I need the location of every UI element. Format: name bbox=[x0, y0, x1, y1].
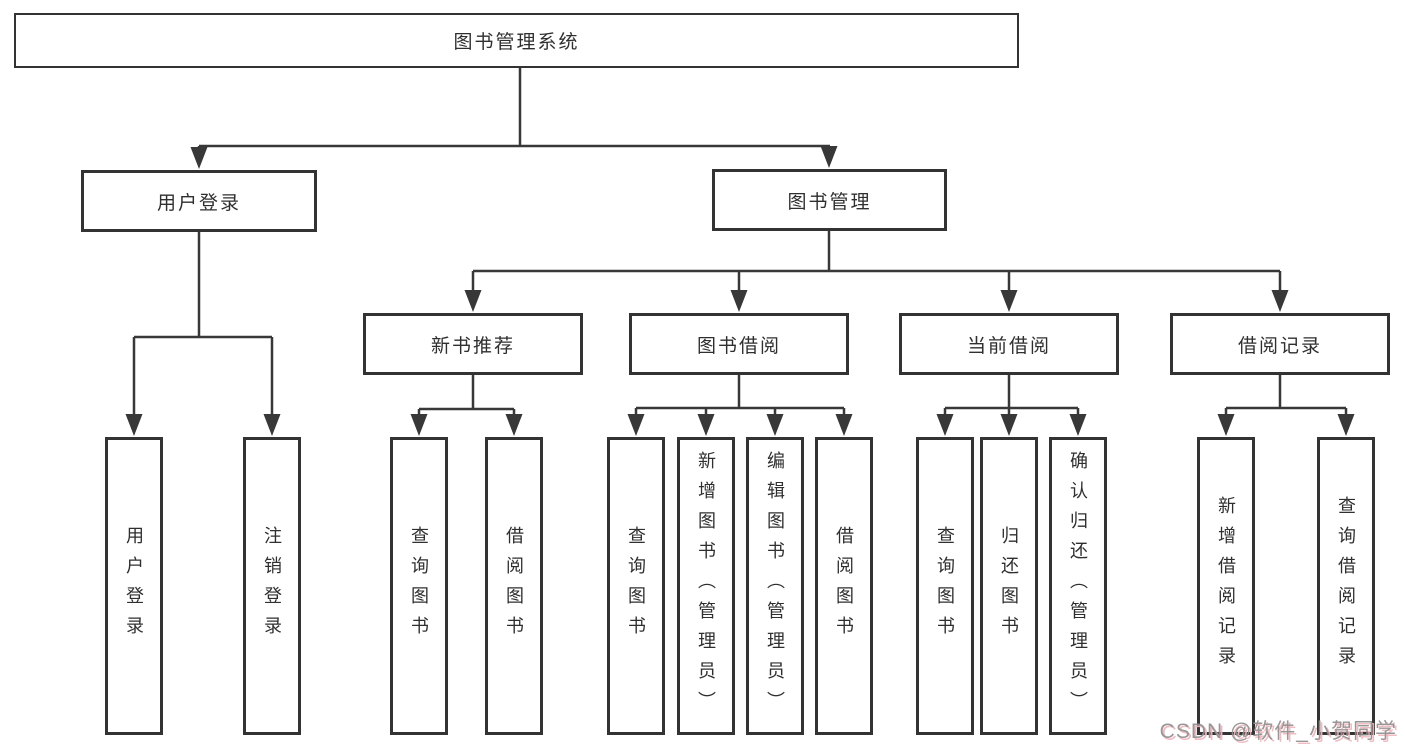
leaf-query-books-current: 查询图书 bbox=[916, 437, 974, 735]
leaf-borrow-books-recommend-label: 借阅图书 bbox=[504, 526, 524, 646]
leaf-confirm-return-admin-label: 确认归还（管理员） bbox=[1068, 451, 1088, 721]
leaf-user-login: 用户登录 bbox=[105, 437, 163, 735]
node-current-borrowing: 当前借阅 bbox=[899, 313, 1119, 375]
leaf-return-books-label: 归还图书 bbox=[999, 526, 1019, 646]
leaf-query-books-recommend-label: 查询图书 bbox=[409, 526, 429, 646]
node-current-borrowing-label: 当前借阅 bbox=[966, 335, 1051, 357]
node-user-login: 用户登录 bbox=[81, 170, 317, 232]
leaf-borrow-books-recommend: 借阅图书 bbox=[485, 437, 543, 735]
node-new-book-recommendation-label: 新书推荐 bbox=[430, 335, 515, 357]
leaf-query-books-current-label: 查询图书 bbox=[935, 526, 955, 646]
leaf-query-books-borrowing-label: 查询图书 bbox=[626, 526, 646, 646]
node-book-borrowing: 图书借阅 bbox=[629, 313, 849, 375]
leaf-logout: 注销登录 bbox=[243, 437, 301, 735]
leaf-add-books-admin-label: 新增图书（管理员） bbox=[696, 451, 716, 721]
leaf-logout-label: 注销登录 bbox=[262, 526, 282, 646]
leaf-return-books: 归还图书 bbox=[980, 437, 1038, 735]
node-root: 图书管理系统 bbox=[14, 13, 1019, 68]
leaf-query-books-borrowing: 查询图书 bbox=[607, 437, 665, 735]
node-book-management: 图书管理 bbox=[712, 169, 947, 231]
node-root-label: 图书管理系统 bbox=[453, 32, 580, 53]
node-book-management-label: 图书管理 bbox=[787, 191, 872, 213]
node-book-borrowing-label: 图书借阅 bbox=[696, 335, 781, 357]
leaf-add-borrow-record-label: 新增借阅记录 bbox=[1216, 496, 1236, 676]
leaf-confirm-return-admin: 确认归还（管理员） bbox=[1049, 437, 1107, 735]
leaf-query-books-recommend: 查询图书 bbox=[390, 437, 448, 735]
node-borrowing-records-label: 借阅记录 bbox=[1237, 335, 1322, 357]
leaf-user-login-label: 用户登录 bbox=[124, 526, 144, 646]
leaf-edit-books-admin-label: 编辑图书（管理员） bbox=[765, 451, 785, 721]
leaf-borrow-books-label: 借阅图书 bbox=[834, 526, 854, 646]
csdn-watermark: CSDN @软件_小贺同学 bbox=[1159, 720, 1397, 743]
leaf-query-borrow-record: 查询借阅记录 bbox=[1317, 437, 1375, 735]
leaf-query-borrow-record-label: 查询借阅记录 bbox=[1336, 496, 1356, 676]
node-borrowing-records: 借阅记录 bbox=[1170, 313, 1390, 375]
leaf-add-borrow-record: 新增借阅记录 bbox=[1197, 437, 1255, 735]
node-user-login-label: 用户登录 bbox=[156, 192, 241, 214]
leaf-edit-books-admin: 编辑图书（管理员） bbox=[746, 437, 804, 735]
leaf-borrow-books: 借阅图书 bbox=[815, 437, 873, 735]
leaf-add-books-admin: 新增图书（管理员） bbox=[677, 437, 735, 735]
node-new-book-recommendation: 新书推荐 bbox=[363, 313, 583, 375]
